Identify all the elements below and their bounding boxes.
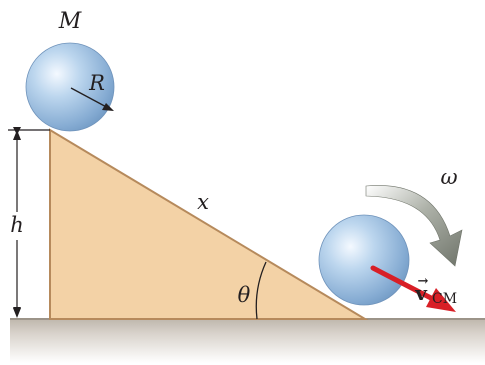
sphere-icon (25, 42, 115, 132)
velocity-subscript: CM (432, 291, 457, 307)
rotation-arrow-icon (365, 185, 463, 267)
incline (49, 128, 369, 320)
velocity-vector-arrow-mark: → (418, 274, 429, 289)
mass-label: M (58, 9, 82, 34)
height-arrow-bottom (13, 308, 21, 318)
radius-arrowhead (102, 103, 114, 111)
ground (10, 318, 485, 363)
sphere-icon (318, 214, 410, 306)
angular-velocity-label: ω (440, 165, 457, 189)
velocity-arrow-icon (370, 265, 456, 312)
height-label: h (10, 213, 24, 237)
height-label-bg (6, 212, 28, 240)
radius-label: R (88, 71, 105, 95)
distance-label: x (197, 190, 209, 214)
angle-label: θ (238, 283, 251, 307)
velocity-label: v (414, 281, 428, 305)
angle-arc (255, 261, 267, 320)
height-arrow-top (13, 130, 21, 140)
